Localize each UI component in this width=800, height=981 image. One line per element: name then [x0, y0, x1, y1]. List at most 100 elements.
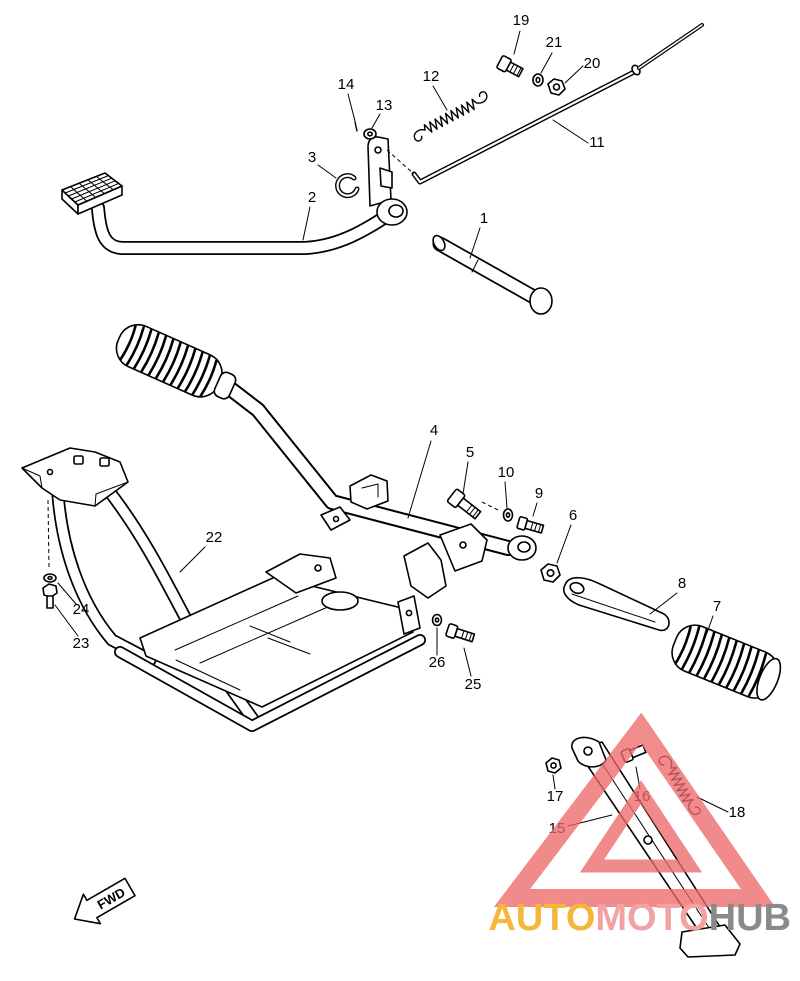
callout-11: 11 — [589, 134, 605, 151]
spring-hooks — [413, 91, 488, 142]
bar-mount-bracket-left — [403, 542, 447, 599]
washer-inner — [47, 575, 53, 581]
frame-rear-bracket — [265, 553, 337, 594]
leader-lines — [54, 30, 729, 827]
watermark-brand-text: AUTOMOTOHUB — [488, 897, 791, 939]
pedal-footpad — [61, 172, 123, 215]
callout-14: 14 — [338, 76, 355, 93]
callout-8: 8 — [678, 575, 686, 592]
part-23-bolt — [42, 583, 58, 609]
shaft-step — [471, 259, 479, 273]
callout-26: 26 — [429, 654, 446, 671]
grip-ribs — [119, 324, 218, 397]
grip-collar — [213, 371, 237, 400]
bracket-edge — [571, 593, 656, 623]
leader-9 — [532, 502, 538, 517]
part-21-washer — [532, 73, 544, 87]
callout-18: 18 — [729, 804, 746, 821]
bolt-threads — [465, 504, 479, 518]
warning-triangle-inner — [579, 780, 703, 873]
fwd-marker: FWD — [73, 877, 136, 925]
part-19-bolt — [496, 55, 524, 78]
bar-fill — [226, 384, 514, 554]
frame-rail-bottom-fill — [115, 635, 425, 731]
nut-bore — [552, 83, 561, 91]
callout-19: 19 — [513, 12, 530, 29]
nut-bore — [550, 762, 557, 769]
pin-body — [354, 121, 358, 132]
shaft-fill — [434, 238, 538, 302]
rod-fill — [412, 70, 636, 184]
top-plate-bolt-left — [73, 455, 84, 465]
leader-1 — [469, 227, 481, 259]
bar-pivot-eye-hole — [517, 541, 531, 553]
callout-22: 22 — [206, 529, 223, 546]
bolt-head — [42, 583, 58, 598]
bar-upper-bracket-slot — [361, 483, 379, 498]
callout-23: 23 — [73, 635, 90, 652]
leader-23 — [54, 604, 79, 637]
top-plate-fold — [21, 467, 129, 507]
part-8-footrest-bracket — [563, 576, 670, 632]
part-5-bolt — [446, 488, 482, 520]
callout-5: 5 — [466, 444, 474, 461]
forward-arrow-icon — [73, 877, 136, 925]
leader-6 — [556, 524, 572, 564]
stand-spring-tab — [643, 835, 653, 845]
callout-4: 4 — [430, 422, 438, 439]
washer-inner — [505, 511, 511, 518]
washer-inner — [366, 131, 373, 137]
frame-tube-front-fill — [53, 490, 155, 665]
circlip-fill — [336, 174, 359, 197]
part-25-bolt — [445, 623, 476, 643]
part-4-footrest-bar — [115, 323, 537, 599]
callout-20: 20 — [584, 55, 601, 72]
bolt-threads — [461, 630, 473, 642]
rubber-end-cap — [756, 657, 782, 701]
bracket-body — [563, 576, 670, 632]
part-11-brake-rod — [411, 23, 704, 185]
bracket-eye — [569, 581, 585, 595]
rear-bracket-hole — [314, 564, 322, 572]
part-12-return-spring — [413, 91, 488, 142]
bolt-threads — [530, 521, 542, 533]
brand-part-auto: AUTO — [488, 897, 595, 939]
part-13-washer — [363, 128, 377, 140]
lever-hole-upper — [374, 146, 382, 154]
callout-10: 10 — [498, 464, 515, 481]
bar-upper-bracket — [349, 474, 389, 510]
leader-4 — [407, 440, 432, 519]
part-7-footrest-rubber — [671, 624, 782, 701]
leader-17 — [552, 774, 556, 790]
shaft-right-cap — [529, 287, 553, 315]
bolt-shank — [454, 627, 476, 643]
leader-24 — [57, 582, 77, 605]
callout-2: 2 — [308, 189, 316, 206]
leader-18 — [696, 796, 729, 813]
bolt-threads — [509, 63, 522, 77]
callout-3: 3 — [308, 149, 316, 166]
top-plate-bolt-right — [99, 457, 110, 467]
callout-7: 7 — [713, 598, 721, 615]
leader-22 — [179, 546, 206, 573]
washer-inner — [434, 617, 440, 623]
part-24-washer — [43, 573, 57, 583]
leader-20 — [564, 65, 584, 84]
part-26-washer — [431, 613, 443, 627]
brand-part-hub: HUB — [709, 897, 791, 939]
callout-6: 6 — [569, 507, 577, 524]
spring-coil — [423, 98, 477, 133]
leader-11 — [552, 119, 589, 144]
callout-17: 17 — [547, 788, 564, 805]
leader-13 — [371, 113, 381, 129]
part-10-washer — [502, 508, 514, 522]
part-2-brake-pedal — [61, 136, 408, 255]
part-17-nut — [545, 757, 562, 774]
leader-10 — [504, 481, 508, 509]
nut-bore — [546, 568, 555, 577]
callout-25: 25 — [465, 676, 482, 693]
leader-7 — [706, 615, 714, 634]
watermark-logo — [493, 712, 776, 907]
shaft-left-end — [432, 234, 446, 252]
